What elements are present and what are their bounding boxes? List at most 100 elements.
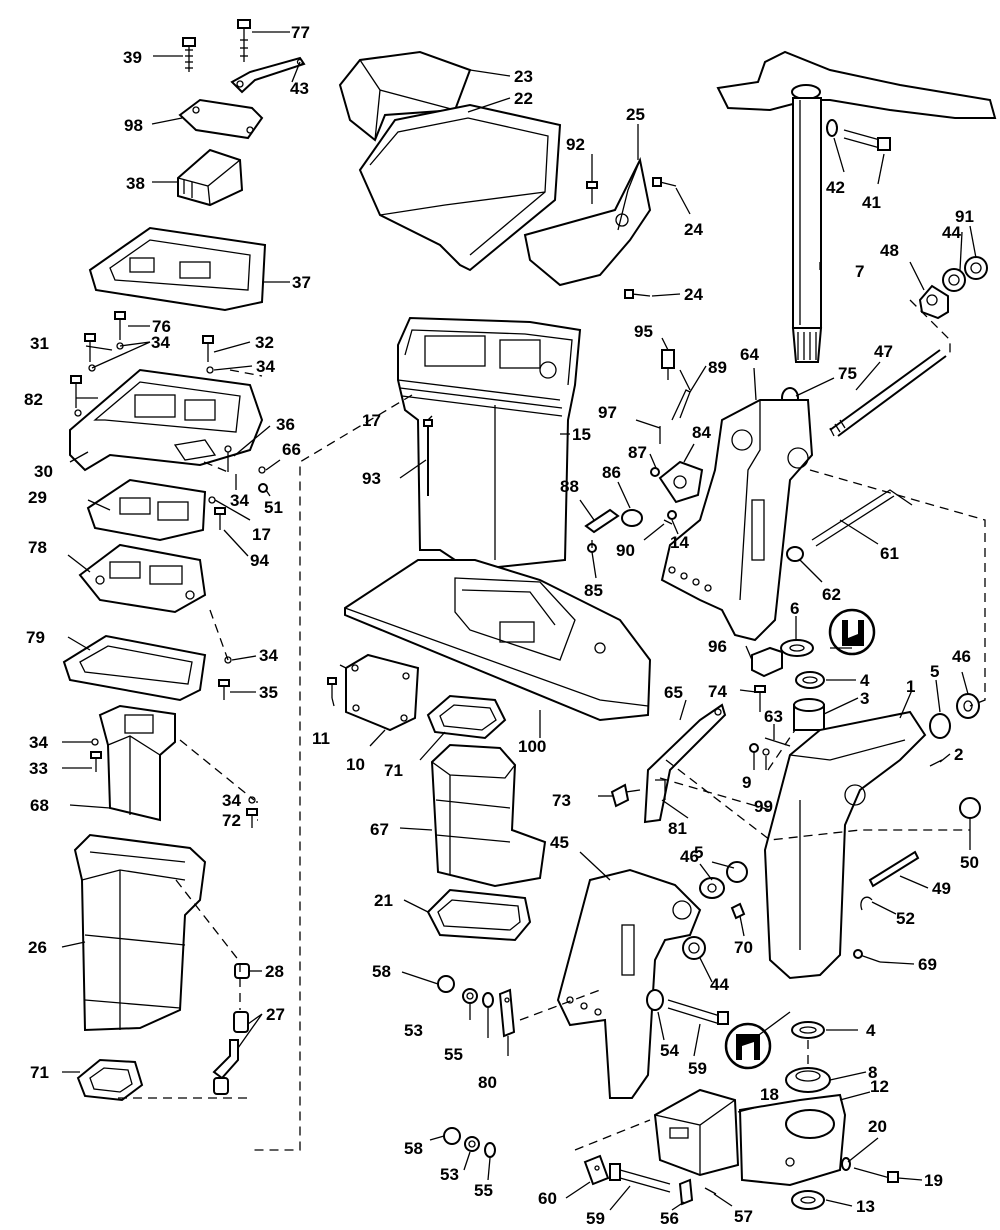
- bolts-31-76-32-82: [70, 311, 214, 417]
- washers-46-5-70: [699, 861, 748, 920]
- label-1: 1: [906, 677, 915, 696]
- label-55: 55: [474, 1181, 493, 1200]
- label-76: 76: [152, 317, 171, 336]
- label-82: 82: [24, 390, 43, 409]
- label-74: 74: [708, 682, 727, 701]
- label-33: 33: [29, 759, 48, 778]
- block-96: [751, 646, 783, 678]
- label-19: 19: [924, 1171, 943, 1190]
- label-36: 36: [276, 415, 295, 434]
- label-25: 25: [626, 105, 645, 124]
- label-22: 22: [514, 89, 533, 108]
- label-58: 58: [404, 1139, 423, 1158]
- washer-54-bolt-59: [646, 989, 729, 1025]
- spring-62: [786, 546, 804, 562]
- label-13: 13: [856, 1197, 875, 1216]
- label-6: 6: [790, 599, 799, 618]
- swivel-bracket-1: [763, 710, 927, 980]
- label-59: 59: [688, 1059, 707, 1078]
- steering-arm-7: [716, 50, 997, 363]
- label-18: 18: [760, 1085, 779, 1104]
- leader-lines: [61, 31, 977, 1211]
- small-parts-95-89-97-84-87-86-88-90-14-85: [584, 349, 704, 553]
- label-34: 34: [222, 791, 241, 810]
- label-70: 70: [734, 938, 753, 957]
- label-30: 30: [34, 462, 53, 481]
- label-28: 28: [265, 962, 284, 981]
- label-72: 72: [222, 811, 241, 830]
- small-parts-58-53-55-80: [437, 975, 516, 1158]
- fittings-28-27: [212, 963, 250, 1095]
- gasket-71-lower: [76, 1058, 144, 1102]
- bolt-77: [237, 19, 251, 62]
- label-98: 98: [124, 116, 143, 135]
- tube-67: [430, 743, 547, 888]
- label-59: 59: [586, 1209, 605, 1228]
- screw-69: [853, 949, 881, 963]
- label-47: 47: [874, 342, 893, 361]
- label-90: 90: [616, 541, 635, 560]
- adapter-plate-30: [69, 368, 264, 472]
- label-37: 37: [292, 273, 311, 292]
- label-88: 88: [560, 477, 579, 496]
- label-44: 44: [710, 975, 729, 994]
- label-34: 34: [29, 733, 48, 752]
- label-17: 17: [362, 411, 381, 430]
- label-93: 93: [362, 469, 381, 488]
- label-84: 84: [692, 423, 711, 442]
- label-78: 78: [28, 538, 47, 557]
- plate-10: [345, 653, 420, 732]
- screws-92-24: [586, 177, 677, 299]
- label-31: 31: [30, 334, 49, 353]
- label-48: 48: [880, 241, 899, 260]
- label-51: 51: [264, 498, 283, 517]
- tube-68: [98, 704, 176, 822]
- label-3: 3: [860, 689, 869, 708]
- label-57: 57: [734, 1207, 753, 1226]
- label-44: 44: [942, 223, 961, 242]
- bracket-65-81: [643, 703, 727, 824]
- label-45: 45: [550, 833, 569, 852]
- knob-73: [610, 783, 641, 808]
- bushing-50: [959, 797, 981, 819]
- bolt-39: [182, 37, 196, 72]
- pin-49-clip-52: [860, 850, 920, 911]
- bracket-45: [556, 868, 702, 1099]
- label-41: 41: [862, 193, 881, 212]
- dashed-guide-lines: [118, 299, 986, 1151]
- label-15: 15: [572, 425, 591, 444]
- screw-11: [327, 677, 337, 698]
- label-68: 68: [30, 796, 49, 815]
- label-85: 85: [584, 581, 603, 600]
- label-60: 60: [538, 1189, 557, 1208]
- label-63: 63: [764, 707, 783, 726]
- label-42: 42: [826, 178, 845, 197]
- bracket-64: [660, 399, 814, 642]
- housing-12: [738, 1093, 847, 1187]
- module-38: [177, 148, 244, 207]
- label-24: 24: [684, 285, 703, 304]
- label-20: 20: [868, 1117, 887, 1136]
- gasket-37: [88, 226, 267, 312]
- label-65: 65: [664, 683, 683, 702]
- washer-6: [780, 639, 814, 657]
- label-32: 32: [255, 333, 274, 352]
- label-67: 67: [370, 820, 389, 839]
- label-53: 53: [404, 1021, 423, 1040]
- label-54: 54: [660, 1041, 679, 1060]
- cover-25: [523, 156, 652, 287]
- label-49: 49: [932, 879, 951, 898]
- housing-26: [73, 833, 207, 1032]
- washer-4-lower-seal-8: [785, 1021, 831, 1093]
- label-52: 52: [896, 909, 915, 928]
- label-58: 58: [372, 962, 391, 981]
- label-11: 11: [312, 729, 330, 748]
- label-96: 96: [708, 637, 727, 656]
- clamp-18: [653, 1088, 740, 1177]
- label-4: 4: [866, 1021, 876, 1040]
- label-66: 66: [282, 440, 301, 459]
- label-50: 50: [960, 853, 979, 872]
- rod-61: [811, 489, 913, 547]
- label-17: 17: [252, 525, 271, 544]
